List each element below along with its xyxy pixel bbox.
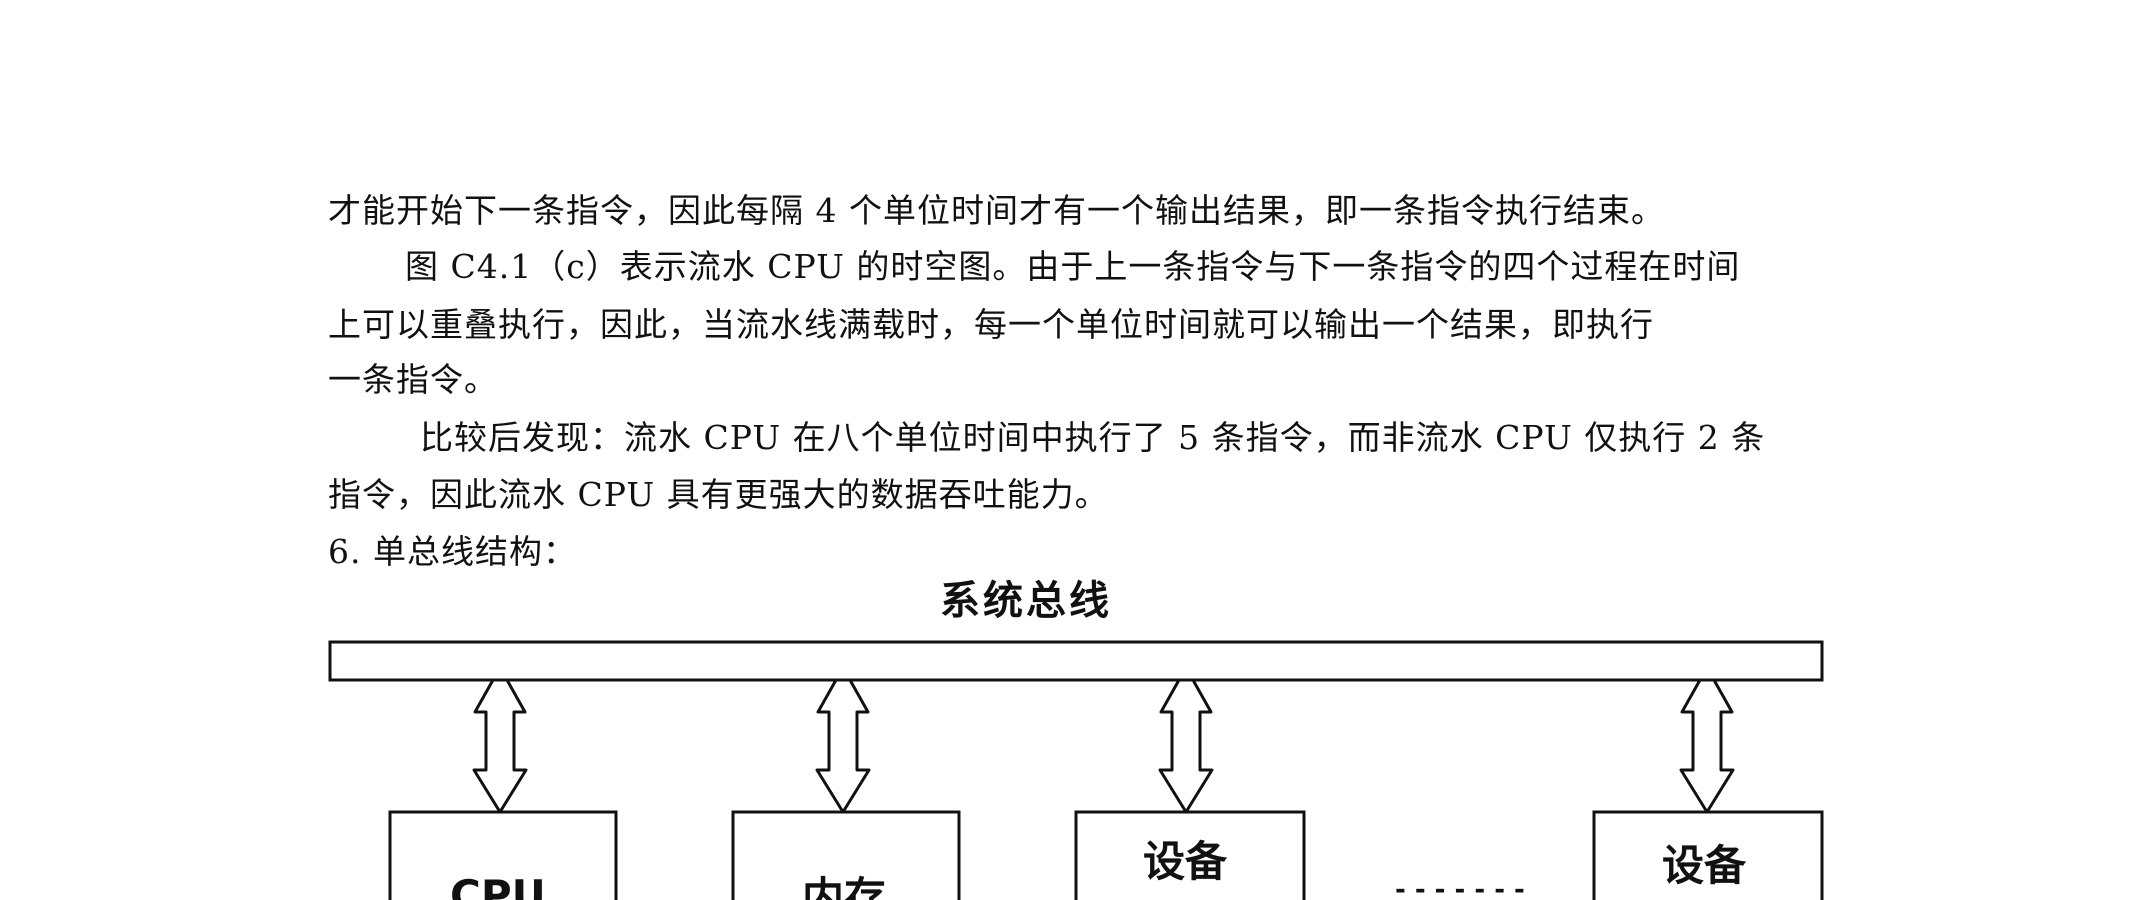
section-heading: 6. 单总线结构： bbox=[328, 532, 577, 571]
bus-arrow-memory bbox=[815, 679, 871, 814]
device-ellipsis: - - - - - - - bbox=[1395, 875, 1525, 900]
bus-arrow-cpu bbox=[472, 679, 528, 814]
device-box-1-label: 设备 bbox=[1143, 837, 1228, 886]
cpu-box bbox=[388, 810, 618, 900]
device-box-n-label: 设备 bbox=[1662, 841, 1747, 890]
bus-arrow-device-1 bbox=[1158, 679, 1214, 814]
cpu-box-label: CPU bbox=[450, 871, 546, 900]
paragraph-line-6: 指令，因此流水 CPU 具有更强大的数据吞吐能力。 bbox=[328, 475, 1109, 514]
device-box-n bbox=[1592, 810, 1824, 900]
device-box-1 bbox=[1074, 810, 1306, 900]
memory-box bbox=[731, 810, 961, 900]
bus-title: 系统总线 bbox=[940, 578, 1112, 624]
memory-box-label: 内存 bbox=[802, 873, 886, 900]
paragraph-line-5: 比较后发现：流水 CPU 在八个单位时间中执行了 5 条指令，而非流水 CPU … bbox=[420, 418, 1766, 457]
paragraph-line-4: 一条指令。 bbox=[328, 360, 498, 399]
system-bus-bar bbox=[328, 640, 1824, 682]
paragraph-line-2: 图 C4.1（c）表示流水 CPU 的时空图。由于上一条指令与下一条指令的四个过… bbox=[405, 247, 1741, 286]
paragraph-line-1: 才能开始下一条指令，因此每隔 4 个单位时间才有一个输出结果，即一条指令执行结束… bbox=[328, 191, 1665, 230]
paragraph-line-3: 上可以重叠执行，因此，当流水线满载时，每一个单位时间就可以输出一个结果，即执行 bbox=[328, 305, 1654, 344]
bus-arrow-device-n bbox=[1679, 679, 1735, 814]
